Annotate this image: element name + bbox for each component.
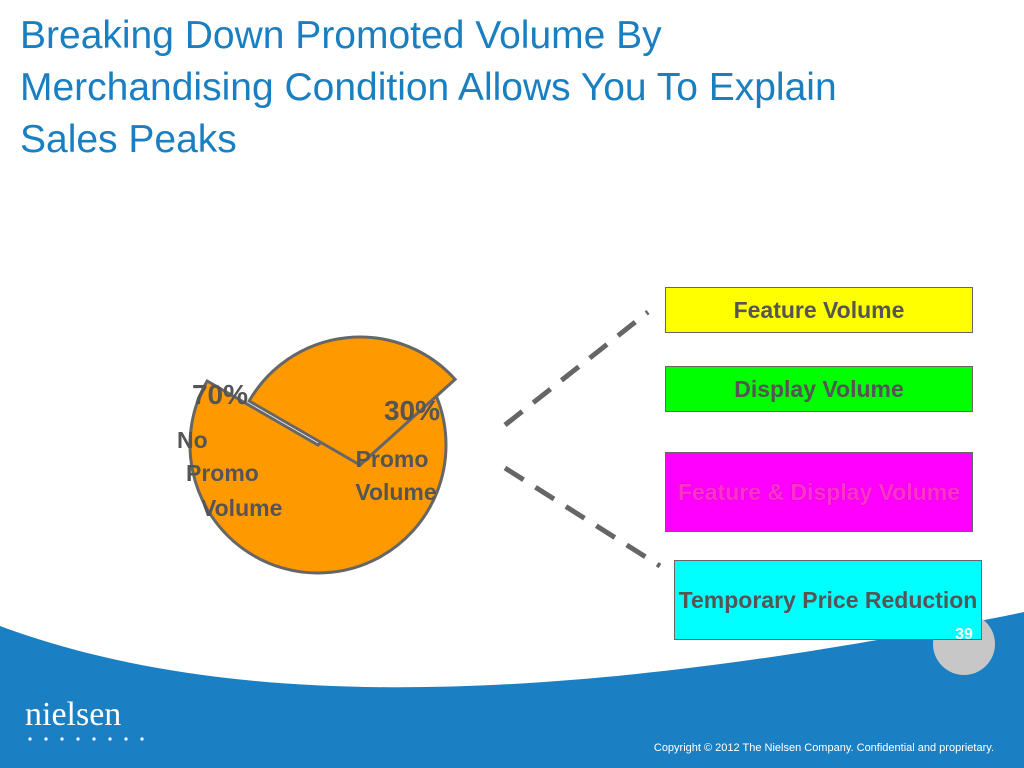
temporary-price-reduction-label: Temporary Price Reduction (678, 586, 978, 613)
feature-volume-label: Feature Volume (733, 296, 905, 323)
pie-slice-label-promo: Volume (355, 479, 436, 505)
feature-volume-box: Feature Volume (665, 287, 973, 333)
pie-slice-label-promo: Promo (356, 446, 429, 472)
copyright-notice: Copyright © 2012 The Nielsen Company. Co… (653, 742, 994, 754)
page-number: 39 (955, 626, 973, 643)
display-volume-box: Display Volume (665, 366, 973, 412)
temporary-price-reduction-box: Temporary Price Reduction (674, 560, 982, 640)
title-line: Breaking Down Promoted Volume By (20, 14, 662, 57)
pie-percent-label-no-promo: 70% (192, 379, 248, 410)
footer-wave (0, 612, 1024, 768)
feature-display-volume-box: Feature & Display Volume (665, 452, 973, 532)
title-line: Merchandising Condition Allows You To Ex… (20, 66, 837, 109)
pie-percent-label-promo: 30% (384, 395, 440, 426)
connector-line-top (503, 310, 650, 427)
pie-slice-label-no-promo: No (177, 427, 208, 453)
pie-slice-label-no-promo: Volume (201, 495, 282, 521)
feature-display-volume-label: Feature & Display Volume (677, 478, 961, 505)
display-volume-label: Display Volume (734, 375, 904, 402)
nielsen-logo: nielsen (25, 696, 122, 733)
connector-line-bottom (503, 465, 662, 569)
logo-dots-icon (28, 737, 144, 741)
title-line: Sales Peaks (20, 118, 237, 161)
pie-slice-label-no-promo: Promo (186, 460, 259, 486)
slide-title: Breaking Down Promoted Volume By Merchan… (20, 10, 1000, 166)
pie-slice-promo (247, 335, 458, 467)
